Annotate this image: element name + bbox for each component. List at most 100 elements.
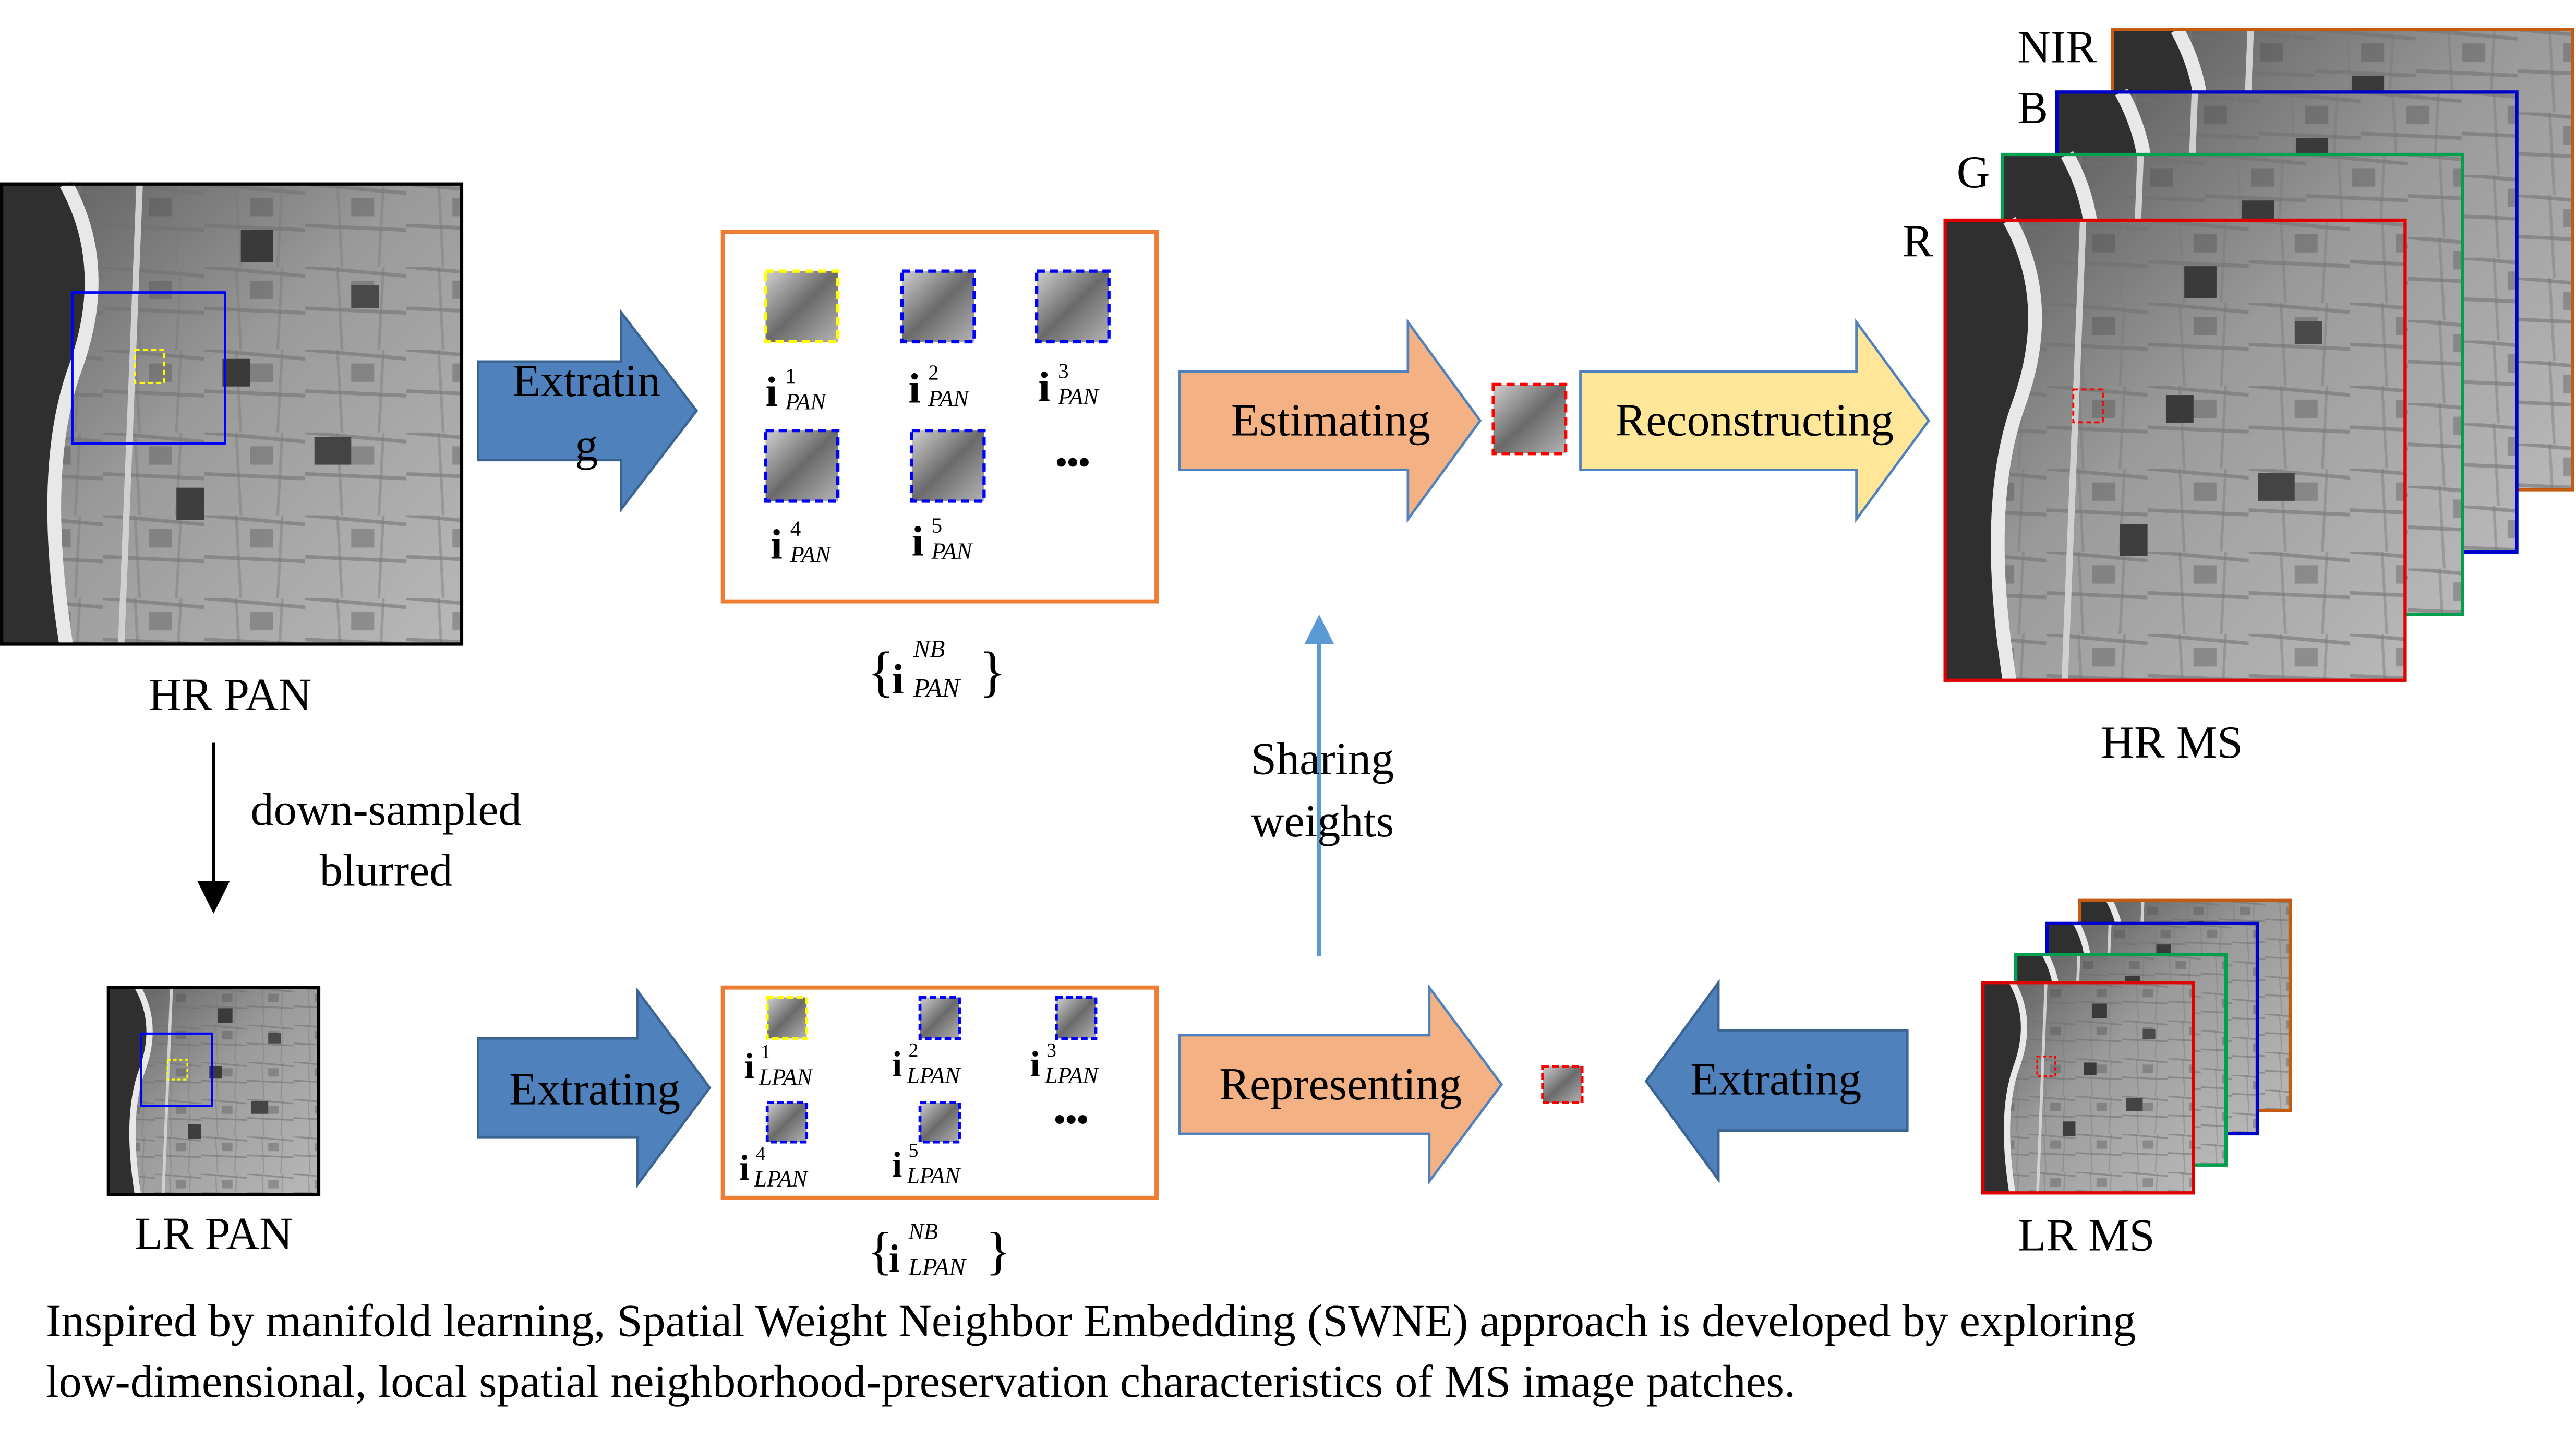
svg-text:PAN: PAN: [931, 538, 973, 564]
hr-patch-4: [764, 428, 840, 503]
svg-text:Extrating: Extrating: [1690, 1053, 1861, 1105]
lr-patch-3: [1055, 996, 1098, 1040]
svg-text:2: 2: [928, 361, 938, 384]
svg-text:2: 2: [909, 1039, 919, 1061]
lr-pan-image: [109, 988, 319, 1195]
svg-text:PAN: PAN: [913, 673, 961, 702]
down-sampled-label: down-sampled: [251, 784, 522, 835]
svg-text:Representing: Representing: [1219, 1059, 1462, 1110]
hr-patch-label-1: i 1 PAN: [766, 364, 827, 415]
svg-text:LPAN: LPAN: [1044, 1062, 1100, 1088]
hr-ms-label: HR MS: [2101, 717, 2243, 768]
hr-patch-2: [900, 269, 976, 344]
lr-patch-label-5: i 5 LPAN: [892, 1140, 961, 1188]
svg-text:}: }: [979, 641, 1006, 703]
svg-text:5: 5: [909, 1140, 919, 1161]
svg-text:LPAN: LPAN: [906, 1163, 961, 1188]
sharing-label: Sharing: [1251, 733, 1394, 784]
lr-pan-patch-box: [166, 1059, 188, 1081]
representing-arrow: Representing: [1178, 984, 1503, 1185]
hr-patch-set-box: i 1 PAN i 2 PAN i 3 PAN i 4 PAN i 5 PAN …: [720, 230, 1159, 604]
hr-ms-band-r: [1945, 220, 2405, 680]
reconstructing-arrow: Reconstructing: [1579, 318, 1931, 523]
svg-text:}: }: [986, 1221, 1011, 1280]
band-label-g: G: [1957, 147, 1990, 198]
svg-text:PAN: PAN: [1057, 384, 1100, 410]
hr-patch-ellipsis: •••: [1055, 444, 1090, 481]
hr-set-label: { i NB PAN }: [868, 636, 1006, 703]
hr-patch-label-4: i 4 PAN: [771, 517, 832, 568]
lr-patch-1: [765, 996, 809, 1040]
svg-text:PAN: PAN: [790, 542, 832, 567]
lr-ms-stack: [1983, 901, 2290, 1193]
band-label-r: R: [1903, 215, 1933, 267]
lr-ms-label: LR MS: [2018, 1210, 2154, 1261]
extract-bottom-left-arrow: Extrating: [477, 987, 712, 1189]
svg-text:Extratin: Extratin: [512, 355, 660, 406]
svg-text:i: i: [739, 1147, 749, 1188]
hr-pan-label: HR PAN: [149, 669, 312, 720]
svg-text:3: 3: [1058, 359, 1068, 382]
weights-label: weights: [1251, 796, 1394, 847]
sharing-weights-arrowhead: [1304, 614, 1334, 644]
estimating-arrow: Estimating: [1178, 318, 1482, 523]
svg-text:i: i: [771, 521, 783, 568]
svg-text:PAN: PAN: [785, 389, 827, 414]
svg-text:i: i: [892, 1144, 902, 1184]
lr-patch-label-3: i 3 LPAN: [1030, 1039, 1100, 1088]
svg-text:LPAN: LPAN: [906, 1062, 961, 1088]
svg-text:Reconstructing: Reconstructing: [1615, 395, 1894, 446]
svg-text:g: g: [575, 420, 598, 471]
svg-text:Extrating: Extrating: [509, 1063, 680, 1115]
svg-text:LPAN: LPAN: [753, 1166, 809, 1192]
caption-line-2: low-dimensional, local spatial neighborh…: [46, 1356, 1796, 1407]
estimated-patch: [1491, 382, 1568, 456]
extract-top-arrow: Extratin g: [477, 308, 699, 513]
svg-text:4: 4: [790, 517, 801, 541]
svg-text:PAN: PAN: [928, 386, 970, 411]
lr-pan-region-box: [140, 1032, 213, 1107]
svg-text:i: i: [889, 1237, 900, 1280]
hr-patch-label-2: i 2 PAN: [909, 361, 970, 412]
svg-text:LPAN: LPAN: [908, 1254, 967, 1281]
svg-text:i: i: [892, 655, 904, 703]
represented-patch: [1541, 1064, 1584, 1104]
lr-patch-set-box: i 1 LPAN i 2 LPAN i 3 LPAN i 4 LPAN i 5 …: [720, 985, 1159, 1200]
hr-ms-stack: [1945, 30, 2573, 680]
svg-text:NB: NB: [908, 1218, 938, 1244]
svg-text:NB: NB: [913, 636, 945, 663]
blurred-label: blurred: [320, 845, 453, 896]
svg-text:{: {: [868, 1221, 893, 1280]
svg-text:i: i: [909, 365, 921, 412]
lr-patch-label-2: i 2 LPAN: [892, 1039, 961, 1088]
hr-patch-label-5: i 5 PAN: [912, 513, 973, 565]
band-label-b: B: [2017, 82, 2048, 134]
svg-text:i: i: [912, 517, 924, 565]
lr-set-label: { i NB LPAN }: [868, 1218, 1011, 1280]
svg-text:5: 5: [932, 513, 942, 537]
lr-ms-patch-box: [2036, 1056, 2056, 1077]
svg-text:i: i: [766, 368, 778, 415]
caption-line-1: Inspired by manifold learning, Spatial W…: [46, 1295, 2136, 1346]
hr-patch-label-3: i 3 PAN: [1038, 359, 1100, 410]
lr-patch-5: [918, 1101, 961, 1144]
svg-text:3: 3: [1046, 1039, 1056, 1061]
svg-text:1: 1: [761, 1041, 771, 1063]
svg-text:i: i: [744, 1046, 754, 1086]
svg-text:LPAN: LPAN: [759, 1064, 814, 1089]
hr-patch-1: [764, 269, 840, 344]
svg-text:1: 1: [785, 364, 796, 388]
svg-text:i: i: [892, 1044, 902, 1084]
lr-patch-4: [765, 1101, 809, 1144]
lr-ms-band-r: [1983, 982, 2193, 1193]
hr-patch-5: [910, 428, 986, 503]
hr-pan-image: [0, 184, 462, 644]
svg-text:4: 4: [756, 1143, 766, 1165]
lr-pan-label: LR PAN: [135, 1208, 293, 1259]
svg-text:i: i: [1038, 363, 1050, 410]
hr-patch-3: [1034, 269, 1111, 344]
lr-patch-2: [918, 996, 961, 1040]
band-label-nir: NIR: [2017, 22, 2097, 73]
extract-bottom-right-arrow: Extrating: [1644, 979, 1909, 1184]
